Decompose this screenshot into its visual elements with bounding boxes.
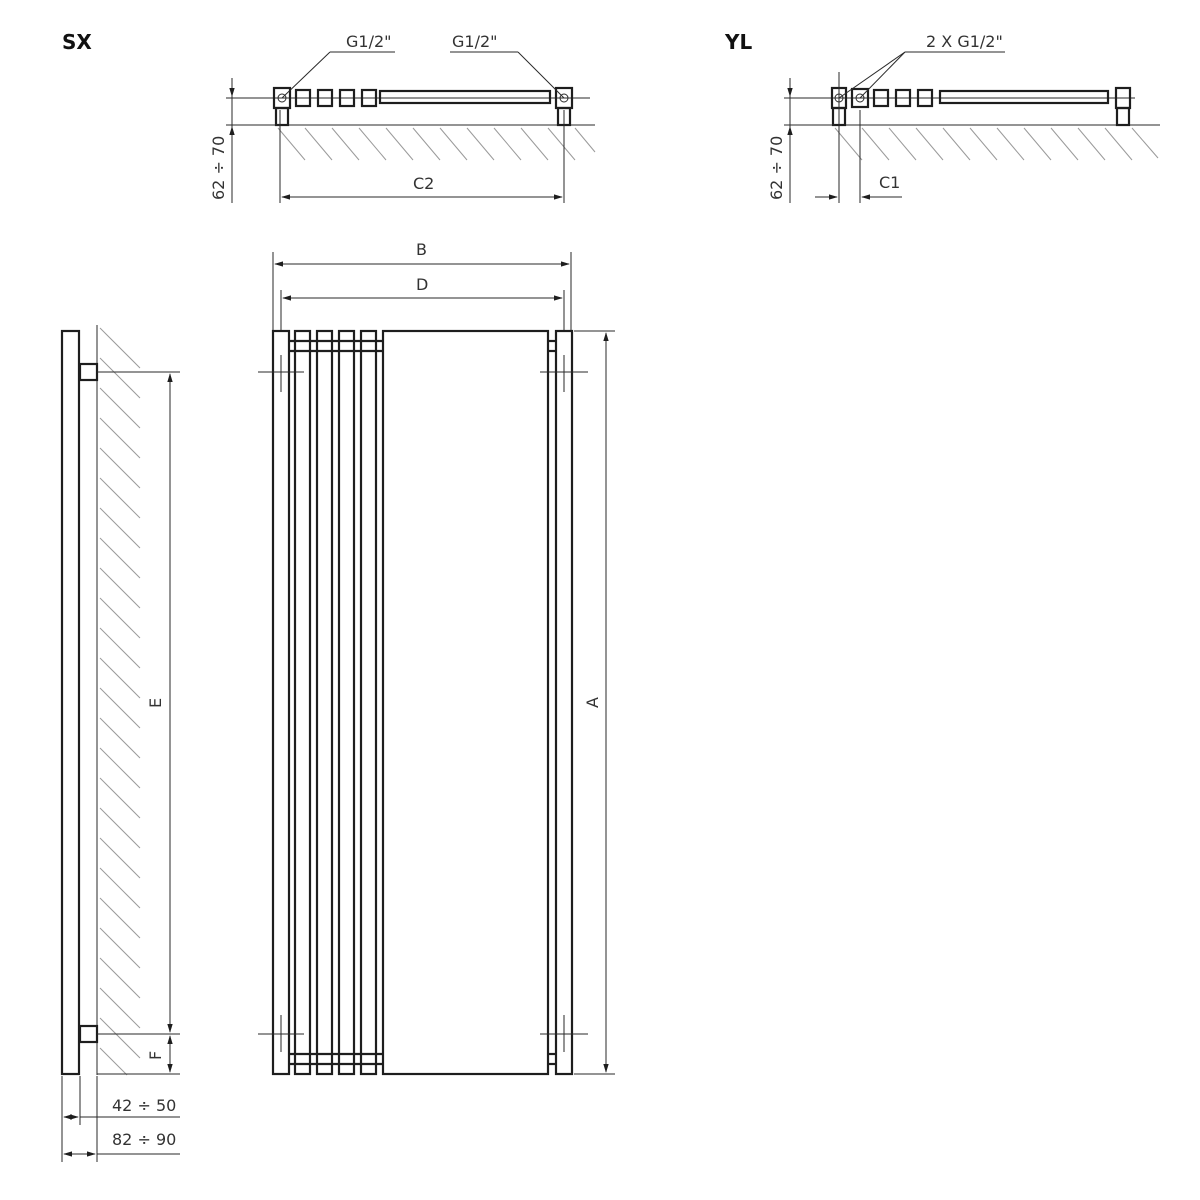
sx-left-connection-label: G1/2" (346, 32, 392, 51)
front-bar-1 (293, 329, 312, 1076)
yl-panel (938, 89, 1110, 105)
yl-c1-label: C1 (879, 173, 900, 192)
yl-leader-1 (838, 51, 906, 99)
sx-bar-4 (360, 88, 378, 108)
sx-c2-label: C2 (413, 174, 434, 193)
sx-right-leader (517, 51, 565, 99)
yl-bar-1 (850, 87, 870, 109)
front-connection-centerlines (258, 355, 588, 1052)
front-panel (381, 329, 550, 1076)
sx-right-connection-icon (559, 93, 569, 103)
sx-title: SX (62, 30, 92, 54)
yl-title: YL (724, 30, 752, 54)
sx-bar-3 (338, 88, 356, 108)
sx-left-bracket (274, 106, 290, 127)
yl-bar-2 (872, 88, 890, 108)
sx-right-connection-label: G1/2" (452, 32, 498, 51)
side-e-label: E (146, 698, 165, 708)
yl-connection-icon-2 (855, 93, 865, 103)
yl-right-bracket (1115, 106, 1131, 127)
side-radiator-profile (60, 329, 81, 1076)
yl-bar-3 (894, 88, 912, 108)
side-view: E F 42 ÷ 50 82 ÷ 90 (60, 325, 180, 1162)
front-bar-2 (315, 329, 334, 1076)
sx-left-leader (281, 51, 331, 99)
sx-left-connection-icon (277, 93, 287, 103)
side-depth-outer-label: 82 ÷ 90 (112, 1130, 176, 1149)
sx-bar-2 (316, 88, 334, 108)
sx-panel (378, 89, 552, 105)
side-depth-inner-label: 42 ÷ 50 (112, 1096, 176, 1115)
yl-wall-distance-label: 62 ÷ 70 (767, 136, 786, 200)
side-f-label: F (146, 1051, 165, 1060)
front-left-header (271, 329, 291, 1076)
front-a-label: A (583, 697, 602, 708)
yl-bar-4 (916, 88, 934, 108)
front-bar-3 (337, 329, 356, 1076)
side-bottom-bracket (78, 1024, 99, 1044)
yl-leader-2 (859, 51, 906, 99)
side-wall-hatching (99, 327, 141, 1076)
front-right-header (554, 329, 574, 1076)
sx-wall-hatching (277, 127, 596, 161)
sx-wall-distance-label: 62 ÷ 70 (209, 136, 228, 200)
side-top-bracket (78, 362, 99, 382)
yl-wall-hatching (834, 127, 1159, 161)
front-view: B D A (258, 240, 615, 1076)
yl-connection-label: 2 X G1/2" (926, 32, 1003, 51)
front-bar-4 (359, 329, 378, 1076)
front-d-label: D (416, 275, 428, 294)
yl-top-view: YL 2 X G1/2" (724, 30, 1160, 203)
front-b-label: B (416, 240, 427, 259)
sx-top-view: SX G1/2" (62, 30, 596, 203)
sx-bar-1 (294, 88, 312, 108)
